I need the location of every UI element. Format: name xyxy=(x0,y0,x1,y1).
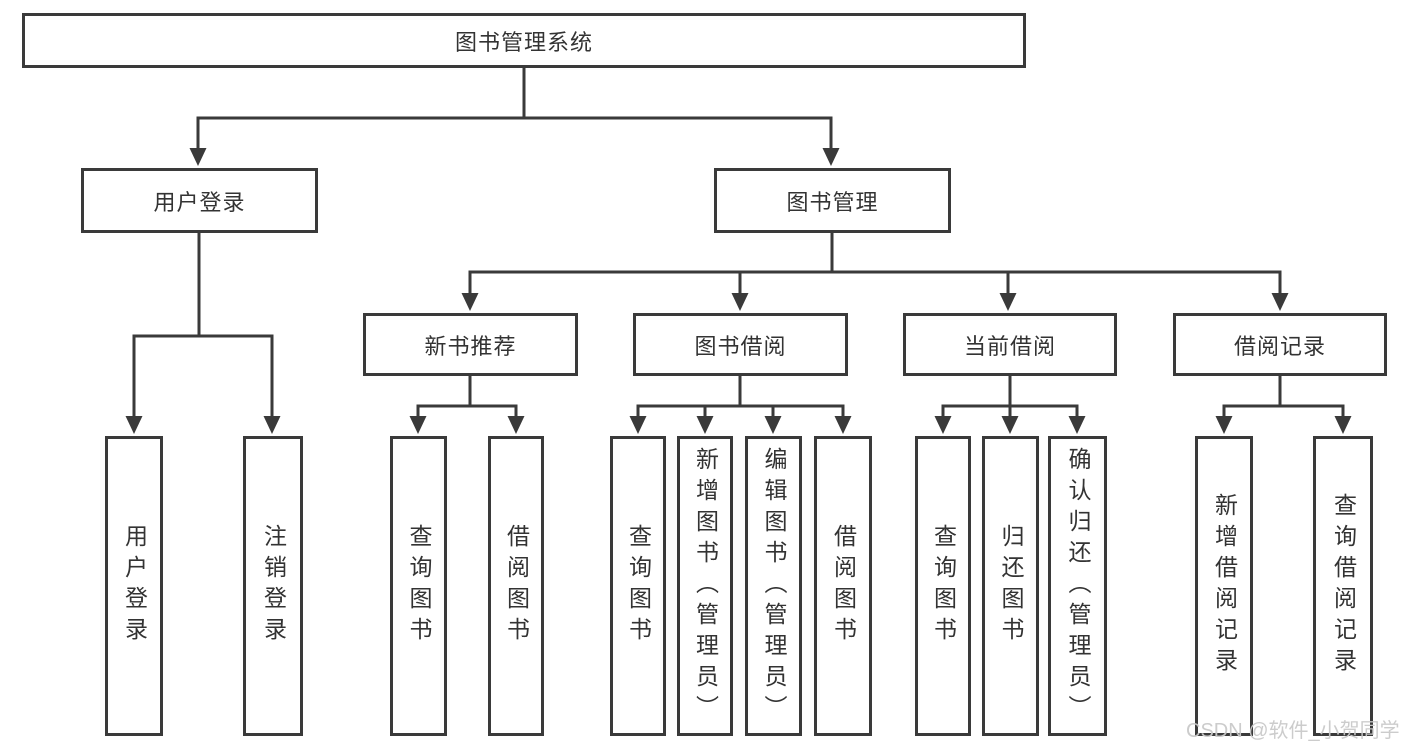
csdn-watermark: CSDN @软件_小贺同学 xyxy=(1186,720,1400,742)
node-user-login: 用户登录 xyxy=(81,168,318,233)
leaf-query-books-current: 查询图书 xyxy=(915,436,971,736)
leaf-edit-book-admin: 编辑图书（管理员） xyxy=(745,436,802,736)
node-library-management-system: 图书管理系统 xyxy=(22,13,1026,68)
leaf-label: 查询图书 xyxy=(930,524,957,648)
leaf-user-login: 用户登录 xyxy=(105,436,163,736)
leaf-borrow-book: 借阅图书 xyxy=(814,436,872,736)
node-borrow-records: 借阅记录 xyxy=(1173,313,1387,376)
leaf-return-book: 归还图书 xyxy=(982,436,1039,736)
leaf-borrow-book-recommend: 借阅图书 xyxy=(488,436,544,736)
leaf-label: 新增借阅记录 xyxy=(1211,493,1238,679)
node-label: 新书推荐 xyxy=(424,333,517,359)
leaf-query-borrow-record: 查询借阅记录 xyxy=(1313,436,1373,736)
leaf-label: 借阅图书 xyxy=(503,524,530,648)
node-current-borrow: 当前借阅 xyxy=(903,313,1117,376)
arrowhead-icons xyxy=(125,148,1352,434)
leaf-query-books-borrow: 查询图书 xyxy=(610,436,666,736)
leaf-logout: 注销登录 xyxy=(243,436,303,736)
leaf-label: 查询图书 xyxy=(625,524,652,648)
leaf-query-books-recommend: 查询图书 xyxy=(390,436,447,736)
leaf-confirm-return-admin: 确认归还（管理员） xyxy=(1048,436,1107,736)
leaf-label: 新增图书（管理员） xyxy=(692,446,719,726)
leaf-label: 注销登录 xyxy=(260,524,287,648)
leaf-label: 借阅图书 xyxy=(830,524,857,648)
node-label: 图书管理系统 xyxy=(454,29,593,55)
leaf-label: 用户登录 xyxy=(121,524,148,648)
leaf-add-borrow-record: 新增借阅记录 xyxy=(1195,436,1253,736)
node-label: 用户登录 xyxy=(153,189,246,215)
leaf-label: 查询图书 xyxy=(406,524,432,648)
node-label: 图书借阅 xyxy=(694,333,787,359)
node-label: 当前借阅 xyxy=(963,333,1056,359)
node-new-book-recommend: 新书推荐 xyxy=(363,313,578,376)
leaf-label: 查询借阅记录 xyxy=(1330,493,1357,679)
node-label: 借阅记录 xyxy=(1233,333,1326,359)
node-book-management: 图书管理 xyxy=(714,168,951,233)
node-label: 图书管理 xyxy=(786,189,879,215)
leaf-label: 归还图书 xyxy=(998,524,1024,648)
leaf-label: 确认归还（管理员） xyxy=(1065,446,1091,726)
leaf-label: 编辑图书（管理员） xyxy=(761,446,787,726)
node-book-borrow: 图书借阅 xyxy=(633,313,848,376)
leaf-add-book-admin: 新增图书（管理员） xyxy=(677,436,733,736)
